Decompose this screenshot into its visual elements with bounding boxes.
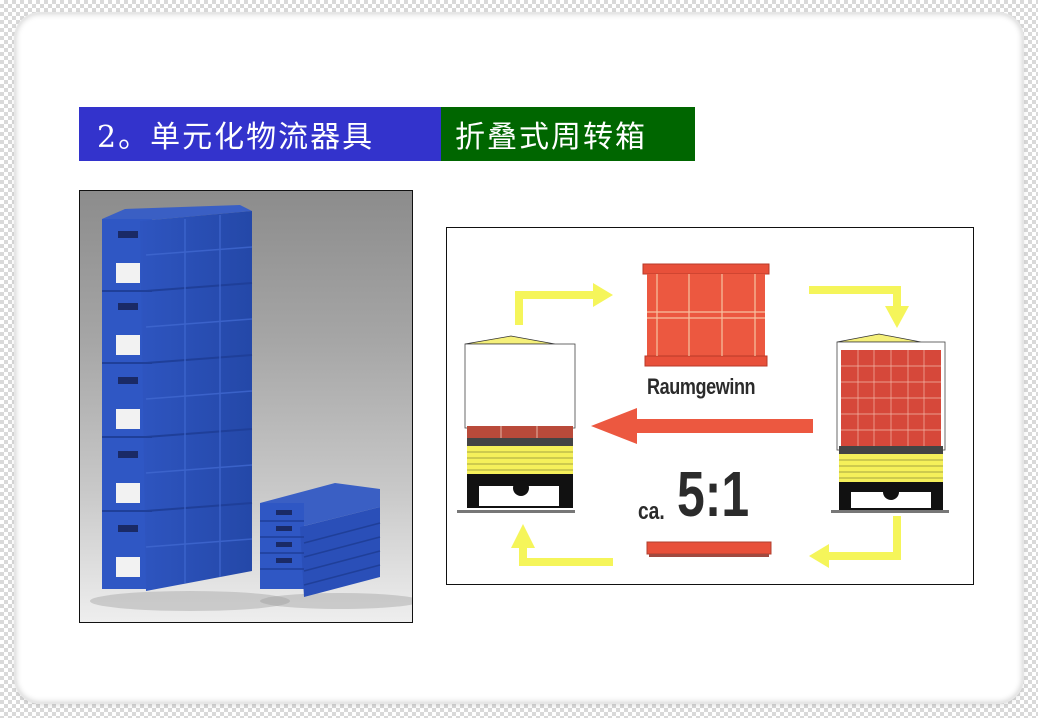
- ratio-prefix: ca.: [638, 498, 665, 525]
- ratio-value: 5:1: [677, 458, 750, 530]
- title-bar: 2。单元化物流器具 折叠式周转箱: [79, 107, 695, 161]
- container-cycle-graphic: [457, 263, 949, 568]
- space-gain-arrow-icon: [635, 419, 813, 433]
- tall-stack-crates: [102, 215, 253, 583]
- crate-photo: [79, 190, 413, 623]
- cycle-arrows-icon: [511, 283, 909, 568]
- blue-crates-illustration: [90, 205, 412, 611]
- section-title: 2。单元化物流器具: [79, 107, 441, 161]
- folded-stack-crates: [260, 483, 381, 597]
- space-gain-diagram: Raumgewinn ca. 5:1: [446, 227, 974, 585]
- erected-container-icon: [642, 263, 770, 367]
- subtitle-folding-container: 折叠式周转箱: [441, 107, 695, 161]
- truck-empty-icon: [457, 335, 576, 513]
- space-gain-label: Raumgewinn: [647, 374, 756, 399]
- folded-container-icon: [646, 541, 772, 557]
- truck-full-icon: [831, 333, 949, 513]
